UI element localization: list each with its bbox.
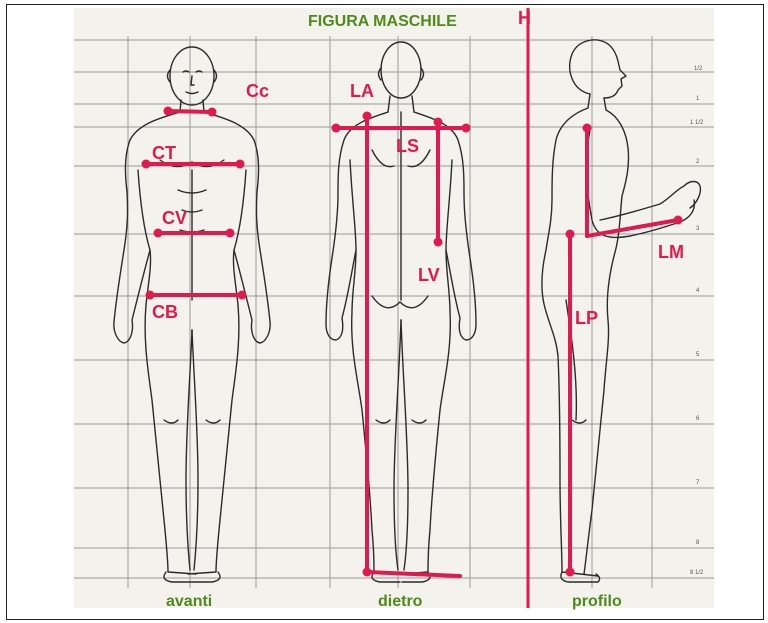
- label-lp: LP: [575, 308, 598, 328]
- figure-title: FIGURA MASCHILE: [308, 13, 457, 30]
- label-ct: CT: [152, 143, 176, 163]
- label-cb: CB: [152, 302, 178, 322]
- view-label-front: avanti: [166, 593, 212, 610]
- scale-tick: 1 1/2: [690, 120, 704, 126]
- label-cv: CV: [162, 208, 187, 228]
- view-label-side: profilo: [572, 593, 622, 610]
- view-label-back: dietro: [378, 593, 423, 610]
- label-cc: Cc: [246, 81, 269, 101]
- label-lm: LM: [658, 242, 684, 262]
- scale-tick: 1/2: [694, 66, 703, 72]
- scale-tick: 8 1/2: [690, 570, 704, 576]
- label-lv: LV: [418, 265, 440, 285]
- measure-line-cc: [168, 111, 212, 112]
- label-la: LA: [350, 81, 374, 101]
- height-label: H: [518, 8, 531, 28]
- label-ls: LS: [396, 136, 419, 156]
